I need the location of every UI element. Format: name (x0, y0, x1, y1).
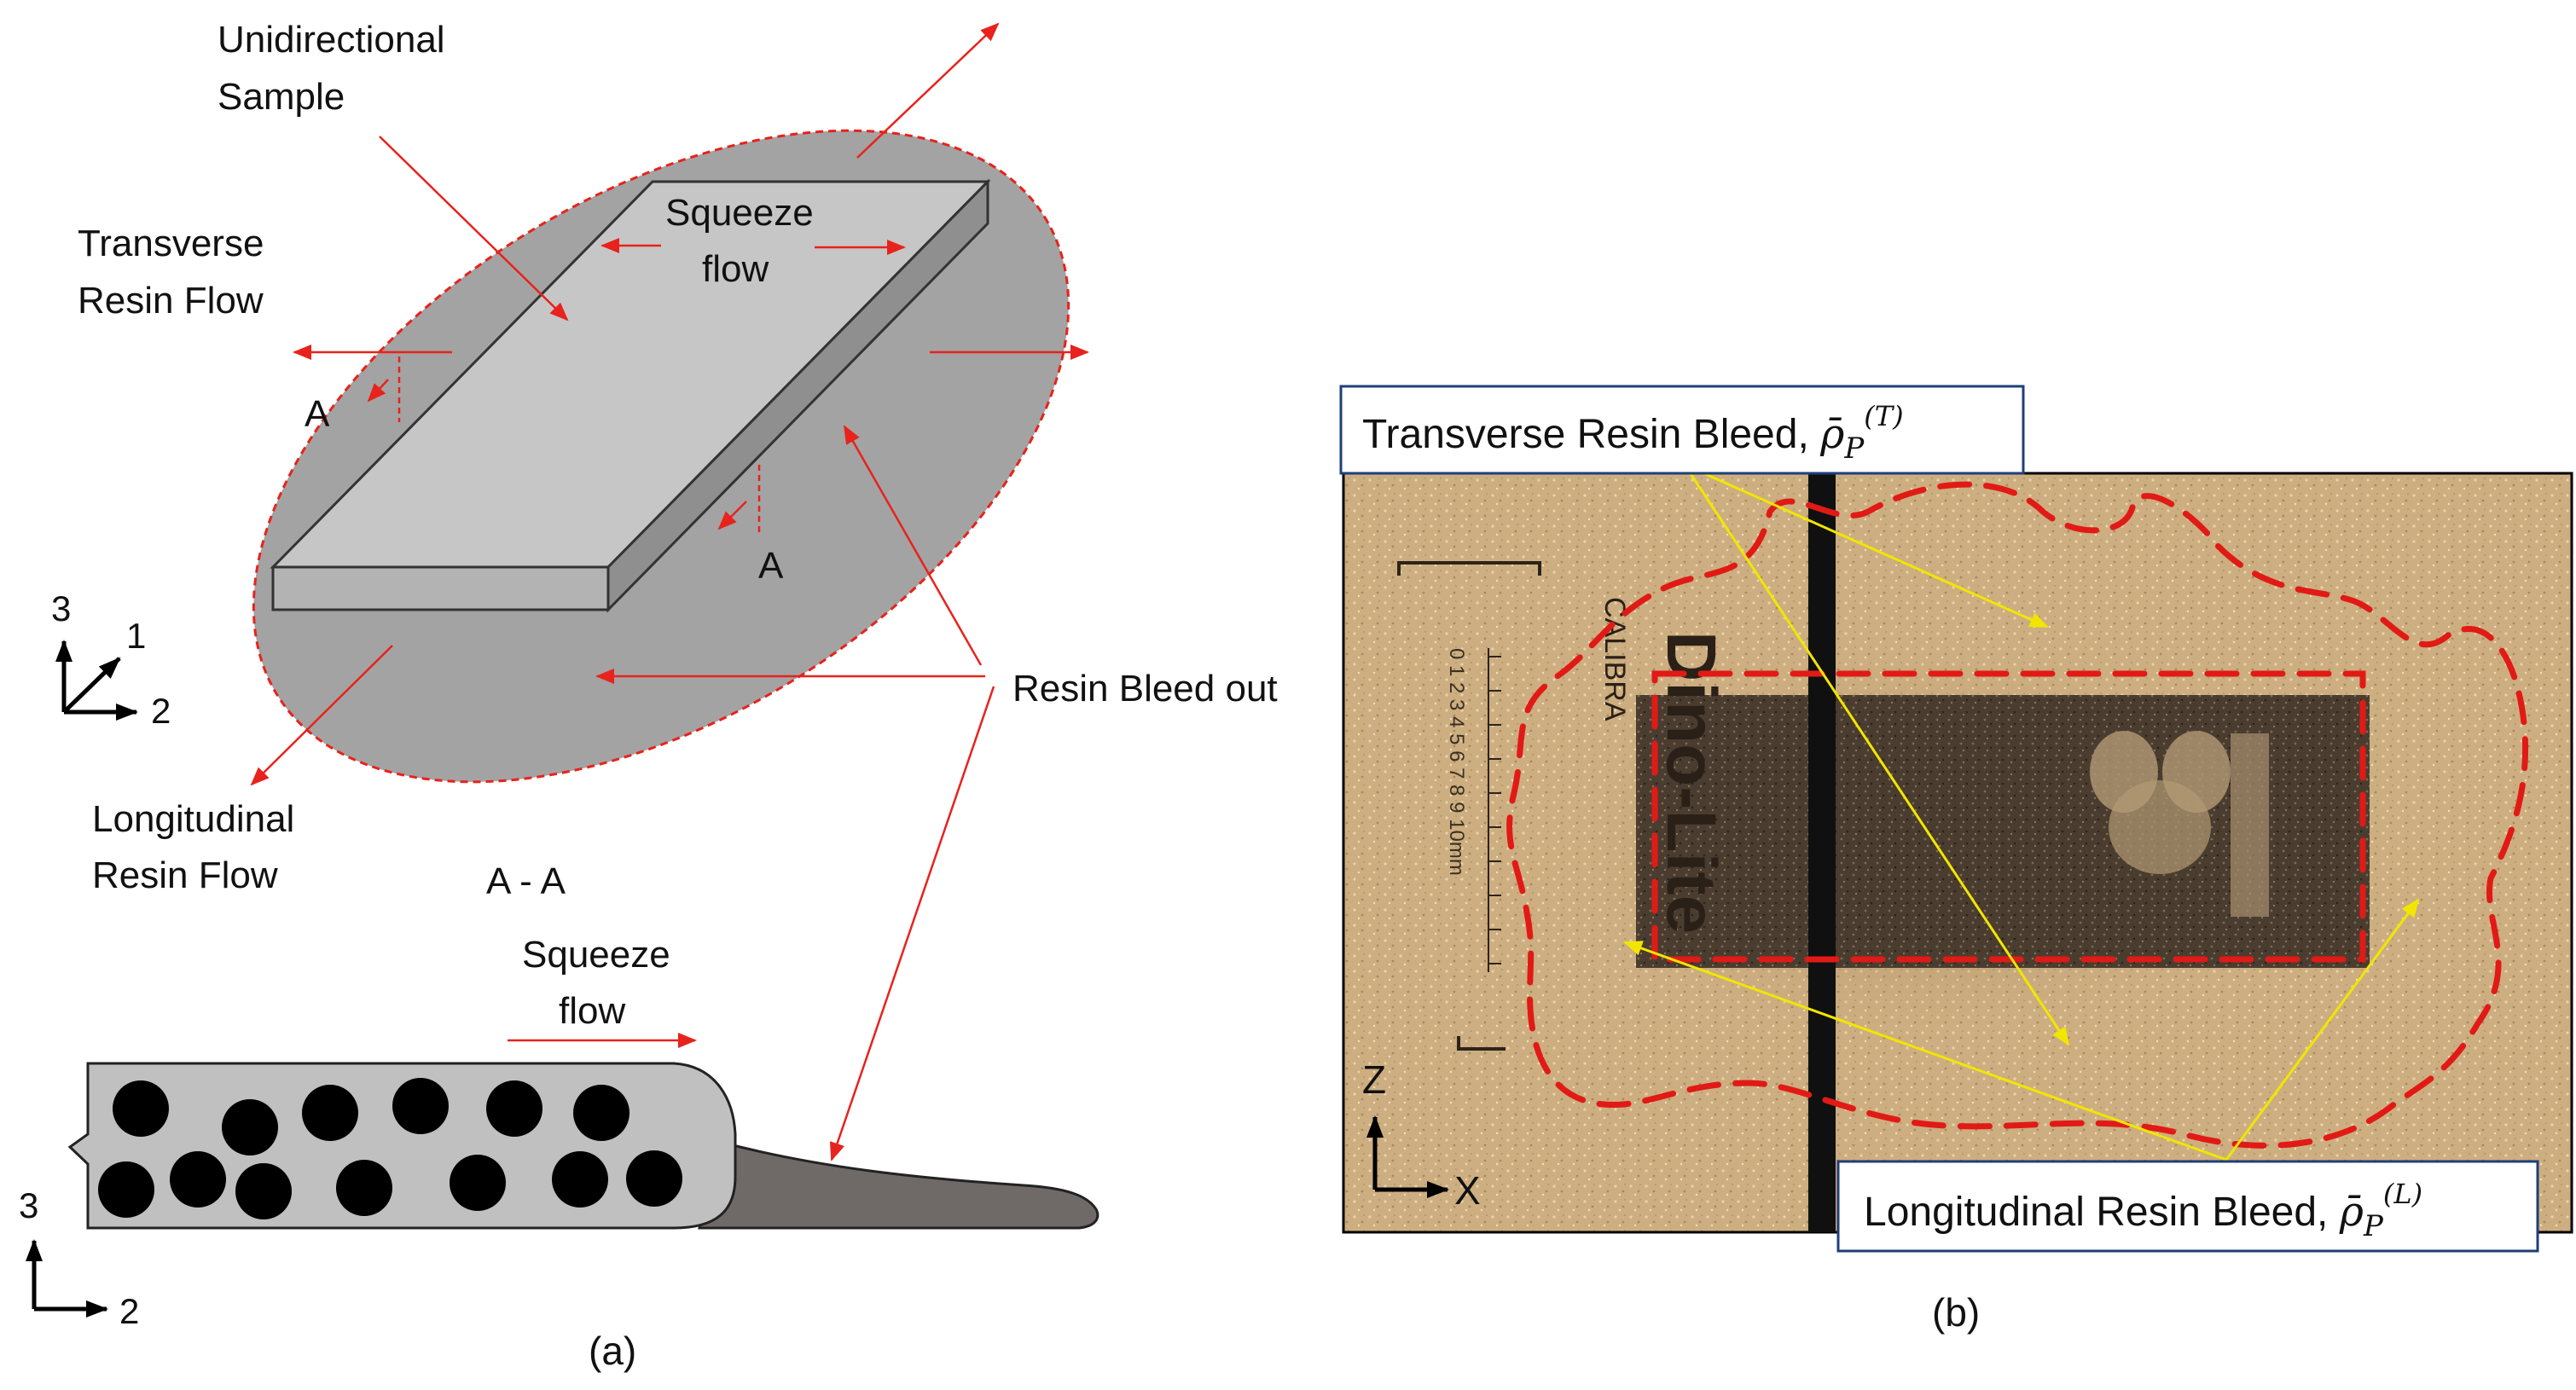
scale-ruler (1397, 561, 1541, 1051)
panel-b: 0 1 2 3 4 5 6 7 8 9 10mm Dino-Lite CALIB… (1339, 385, 2573, 1335)
squeeze-top-line2: flow (702, 248, 769, 290)
flow-arrows (250, 22, 1089, 1161)
squeeze-bottom-line2: flow (559, 990, 625, 1032)
squeeze-bottom-line1: Squeeze (522, 934, 670, 976)
sample-label-line2: Sample (218, 76, 345, 118)
photo-sub-text: CALIBRA (1598, 597, 1631, 721)
transverse-line1: Transverse (78, 223, 264, 264)
axis-3-top: 3 (51, 588, 71, 628)
transverse-label-box (1339, 385, 2025, 475)
longitudinal-line2: Resin Flow (92, 854, 278, 896)
caption-a: (a) (589, 1329, 636, 1373)
longitudinal-label: Longitudinal Resin Bleed, ρ̄P(L) (1864, 1178, 2422, 1243)
section-title: A - A (486, 860, 566, 902)
black-fiber-strip (1808, 473, 1836, 1232)
axis-x: X (1454, 1168, 1481, 1213)
panel-a: Unidirectional Sample Squeeze flow Trans… (19, 19, 1278, 1373)
unidirectional-sample (270, 178, 991, 613)
ruler-digits: 0 1 2 3 4 5 6 7 8 9 10mm (1445, 648, 1468, 876)
squeeze-top-line1: Squeeze (665, 192, 814, 234)
section-mark-right: A (758, 545, 784, 587)
photo-axes (1366, 1115, 1449, 1198)
sample-boundary (1651, 670, 2366, 963)
axis-2-bottom: 2 (119, 1291, 139, 1331)
axis-z: Z (1362, 1057, 1386, 1102)
leader-arrows (1623, 463, 2420, 1161)
axis-2-top: 2 (151, 691, 171, 731)
caption-b: (b) (1932, 1290, 1980, 1335)
arrow-longitudinal-down (250, 645, 393, 786)
axis-3-bottom: 3 (19, 1185, 38, 1225)
resin-bleed-wedge (698, 1139, 1099, 1230)
longitudinal-label-box (1836, 1160, 2539, 1253)
arrow-bleed-upper (843, 425, 983, 666)
sample-label-line1: Unidirectional (218, 19, 445, 61)
arrow-sample-label (379, 136, 569, 321)
photo-brand-text: Dino-Lite (1652, 631, 1730, 934)
bleed-boundaries (1506, 481, 2529, 1149)
section-markers (367, 356, 761, 533)
arrow-bleed-section (829, 686, 995, 1161)
arrow-longitudinal-up (856, 22, 1000, 159)
fiber-bundle (98, 1078, 682, 1219)
section-mark-left: A (305, 393, 330, 435)
transverse-label: Transverse Resin Bleed, ρ̄P(T) (1362, 400, 1904, 466)
transverse-line2: Resin Flow (78, 280, 264, 321)
cross-section (67, 1062, 1099, 1230)
longitudinal-line1: Longitudinal (92, 798, 294, 840)
axes-triad-bottom (26, 1239, 108, 1318)
axis-1-top: 1 (126, 616, 146, 656)
resin-bleed-label: Resin Bleed out (1012, 668, 1278, 709)
axes-triad-top (55, 640, 138, 721)
transverse-bleed-boundary (1506, 481, 2529, 1149)
